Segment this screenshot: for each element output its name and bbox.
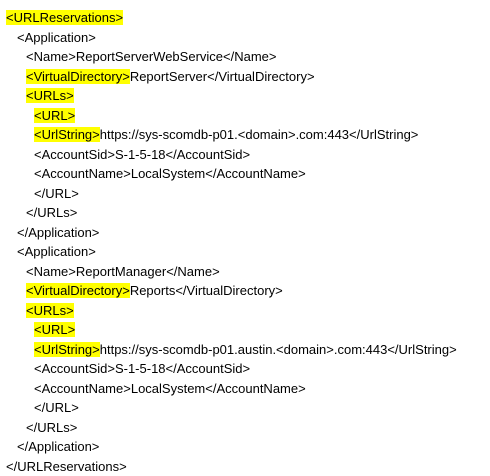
line-text: <AccountName>LocalSystem</AccountName>	[34, 381, 306, 396]
xml-line: <Application>	[6, 28, 457, 48]
xml-line: <AccountSid>S-1-5-18</AccountSid>	[6, 359, 457, 379]
xml-line: <UrlString>https://sys-scomdb-p01.austin…	[6, 340, 457, 360]
line-text: ReportServer</VirtualDirectory>	[130, 69, 315, 84]
highlighted-tag: <VirtualDirectory>	[26, 283, 130, 298]
line-text: </URL>	[34, 186, 79, 201]
xml-config-document: <URLReservations> <Application> <Name>Re…	[0, 0, 490, 442]
line-text: </URLs>	[26, 205, 77, 220]
xml-line: <URLs>	[6, 86, 457, 106]
highlighted-tag: <UrlString>	[34, 127, 100, 142]
xml-line: <AccountName>LocalSystem</AccountName>	[6, 164, 457, 184]
highlighted-tag: <VirtualDirectory>	[26, 69, 130, 84]
line-text: https://sys-scomdb-p01.<domain>.com:443<…	[100, 127, 419, 142]
xml-line: </Application>	[6, 223, 457, 243]
line-text: </URL>	[34, 400, 79, 415]
xml-line: <Application>	[6, 242, 457, 262]
xml-line: <URL>	[6, 320, 457, 340]
xml-line: </Application>	[6, 437, 457, 457]
line-text: <AccountName>LocalSystem</AccountName>	[34, 166, 306, 181]
line-text: <AccountSid>S-1-5-18</AccountSid>	[34, 147, 250, 162]
xml-line: <Name>ReportManager</Name>	[6, 262, 457, 282]
highlighted-tag: <URLs>	[26, 88, 74, 103]
xml-line: </URLReservations>	[6, 457, 457, 476]
xml-line: <Name>ReportServerWebService</Name>	[6, 47, 457, 67]
xml-line: <AccountName>LocalSystem</AccountName>	[6, 379, 457, 399]
highlighted-tag: <URLReservations>	[6, 10, 123, 25]
line-text: <AccountSid>S-1-5-18</AccountSid>	[34, 361, 250, 376]
xml-line: <AccountSid>S-1-5-18</AccountSid>	[6, 145, 457, 165]
line-text: </URLs>	[26, 420, 77, 435]
highlighted-tag: <URLs>	[26, 303, 74, 318]
line-text: </URLReservations>	[6, 459, 127, 474]
line-text: </Application>	[17, 225, 99, 240]
line-text: </Application>	[17, 439, 99, 454]
highlighted-tag: <URL>	[34, 108, 75, 123]
xml-line: <VirtualDirectory>Reports</VirtualDirect…	[6, 281, 457, 301]
xml-line: <VirtualDirectory>ReportServer</VirtualD…	[6, 67, 457, 87]
xml-line: <URL>	[6, 106, 457, 126]
xml-line: </URL>	[6, 184, 457, 204]
line-text: <Application>	[17, 244, 96, 259]
highlighted-tag: <UrlString>	[34, 342, 100, 357]
xml-line: <URLs>	[6, 301, 457, 321]
xml-line: <URLReservations>	[6, 8, 457, 28]
line-text: Reports</VirtualDirectory>	[130, 283, 283, 298]
line-text: https://sys-scomdb-p01.austin.<domain>.c…	[100, 342, 457, 357]
line-text: <Application>	[17, 30, 96, 45]
xml-code-block: <URLReservations> <Application> <Name>Re…	[6, 8, 457, 476]
xml-line: </URLs>	[6, 418, 457, 438]
line-text: <Name>ReportServerWebService</Name>	[26, 49, 277, 64]
line-text: <Name>ReportManager</Name>	[26, 264, 220, 279]
xml-line: </URL>	[6, 398, 457, 418]
highlighted-tag: <URL>	[34, 322, 75, 337]
xml-line: </URLs>	[6, 203, 457, 223]
xml-line: <UrlString>https://sys-scomdb-p01.<domai…	[6, 125, 457, 145]
